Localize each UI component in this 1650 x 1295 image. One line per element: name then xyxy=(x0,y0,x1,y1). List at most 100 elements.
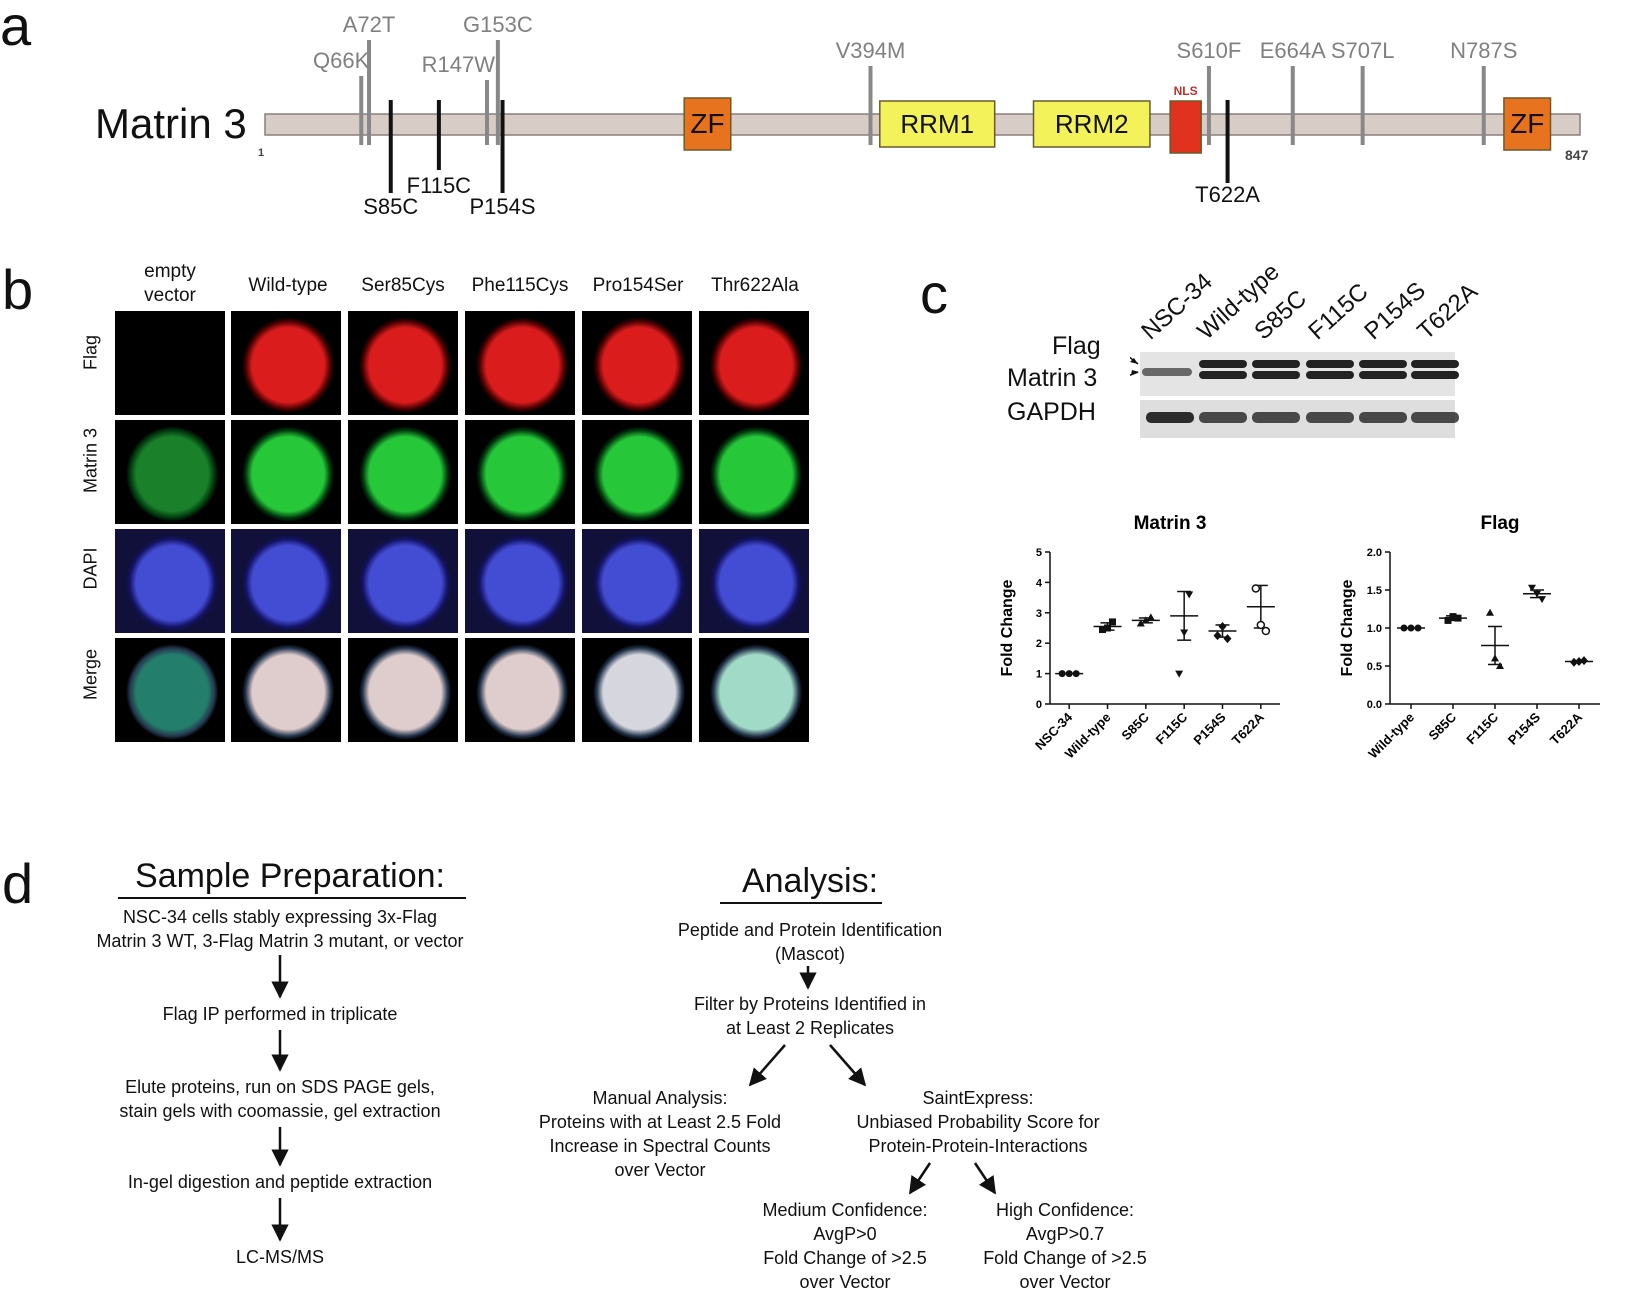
micrograph-merge-wild-type xyxy=(231,638,341,742)
analysis-step-1: Peptide and Protein Identification (Masc… xyxy=(677,920,943,964)
data-point xyxy=(1538,596,1546,604)
y-tick-label: 2 xyxy=(1036,638,1042,650)
data-point xyxy=(1251,584,1261,593)
domain-label-zf-4: ZF xyxy=(1510,108,1544,139)
domain-nls-3 xyxy=(1169,100,1202,154)
data-point xyxy=(1570,657,1578,667)
micrograph-matrin3-empty-vector xyxy=(115,420,225,524)
col-header-thr622ala: Thr622Ala xyxy=(711,275,799,296)
data-point xyxy=(1104,624,1111,632)
data-point xyxy=(1486,608,1494,616)
chart-title: Matrin 3 xyxy=(1134,513,1207,534)
micrograph-matrin3-thr622ala xyxy=(699,420,809,524)
band-matrin3-2 xyxy=(1252,371,1300,379)
band-gapdh-5 xyxy=(1411,412,1459,423)
analysis-step-2: Filter by Proteins Identified in at Leas… xyxy=(693,994,927,1038)
band-gapdh-4 xyxy=(1359,412,1407,423)
micrograph-merge-ser85cys xyxy=(348,638,458,742)
col-header-pro154ser: Pro154Ser xyxy=(592,275,684,296)
y-tick-label: 0.0 xyxy=(1367,699,1382,711)
micrograph-matrin3-phe115cys xyxy=(465,420,575,524)
data-point xyxy=(1213,631,1222,641)
band-matrin3-0 xyxy=(1142,368,1192,376)
data-point xyxy=(1065,670,1073,678)
x-tick-label: S85C xyxy=(1118,709,1152,743)
data-point xyxy=(1449,613,1457,621)
y-tick-label: 3 xyxy=(1036,608,1042,620)
analysis-title: Analysis: xyxy=(741,862,879,900)
col-header-wild-type: Wild-type xyxy=(248,275,328,296)
mutation-label-g153c: G153C xyxy=(463,12,533,37)
band-flag-3 xyxy=(1306,360,1354,368)
x-tick-label: P154S xyxy=(1505,709,1543,747)
y-tick-label: 0.5 xyxy=(1367,661,1382,673)
micrograph-flag-thr622ala xyxy=(699,311,809,415)
data-point xyxy=(1575,656,1583,666)
micrograph-dapi-pro154ser xyxy=(582,529,692,633)
mutation-label-f115c: F115C xyxy=(407,173,472,198)
micrograph-dapi-wild-type xyxy=(231,529,341,633)
band-matrin3-4 xyxy=(1359,371,1407,379)
col-header-empty-vector: empty vector xyxy=(144,261,196,306)
micrograph-merge-empty-vector xyxy=(115,638,225,742)
micrograph-matrin3-ser85cys xyxy=(348,420,458,524)
data-point xyxy=(1454,614,1462,622)
data-point xyxy=(1146,613,1155,621)
domain-rrm2-2 xyxy=(1032,100,1151,148)
mutation-label-a72t: A72T xyxy=(343,12,396,37)
micrograph-matrin3-pro154ser xyxy=(582,420,692,524)
blot-label-matrin3: Matrin 3 xyxy=(1007,364,1098,392)
band-flag-5 xyxy=(1411,360,1459,368)
mutation-label-p154s: P154S xyxy=(470,194,536,219)
band-flag-4 xyxy=(1359,360,1407,368)
data-point xyxy=(1175,670,1184,678)
mutation-label-s85c: S85C xyxy=(363,194,418,219)
mutation-label-q66k: Q66K xyxy=(313,48,370,73)
blot-lane-f115c: F115C xyxy=(1303,278,1374,346)
band-gapdh-3 xyxy=(1306,412,1354,423)
sample-prep-title: Sample Preparation: xyxy=(135,857,445,895)
data-point xyxy=(1444,616,1452,624)
row-label-dapi: DAPI xyxy=(80,547,101,590)
sample-step-5: LC-MS/MS xyxy=(235,1247,324,1267)
data-point xyxy=(1400,624,1408,632)
y-tick-label: 4 xyxy=(1036,577,1043,589)
high-confidence: High Confidence: AvgP>0.7 Fold Change of… xyxy=(983,1200,1147,1292)
blot-label-flag: Flag xyxy=(1052,332,1101,360)
sample-step-3: Elute proteins, run on SDS PAGE gels, st… xyxy=(119,1077,441,1121)
mutation-label-v394m: V394M xyxy=(836,38,906,63)
micrograph-flag-ser85cys xyxy=(348,311,458,415)
micrograph-merge-pro154ser xyxy=(582,638,692,742)
panel-label-b: b xyxy=(2,258,34,321)
data-point xyxy=(1136,619,1145,627)
x-tick-label: T622A xyxy=(1229,709,1268,748)
data-point xyxy=(1109,618,1116,626)
micrograph-merge-phe115cys xyxy=(465,638,575,742)
data-point xyxy=(1407,624,1415,632)
y-tick-label: 0 xyxy=(1036,699,1042,711)
chart-title: Flag xyxy=(1480,513,1519,534)
mutation-label-r147w: R147W xyxy=(422,52,496,77)
band-gapdh-1 xyxy=(1199,412,1247,423)
band-matrin3-5 xyxy=(1411,371,1459,379)
y-axis-label: Fold Change xyxy=(1339,579,1356,676)
y-tick-label: 5 xyxy=(1036,547,1042,559)
x-tick-label: S85C xyxy=(1426,709,1460,743)
mutation-label-s610f: S610F xyxy=(1177,38,1242,63)
data-point xyxy=(1496,662,1504,669)
data-point xyxy=(1528,584,1536,592)
data-point xyxy=(1533,590,1541,598)
micrograph-matrin3-wild-type xyxy=(231,420,341,524)
band-matrin3-1 xyxy=(1199,371,1247,379)
micrograph-flag-pro154ser xyxy=(582,311,692,415)
data-point xyxy=(1261,626,1271,636)
manual-analysis: Manual Analysis: Proteins with at Least … xyxy=(538,1088,782,1180)
protein-start: 1 xyxy=(258,147,264,159)
x-tick-label: T622A xyxy=(1547,709,1586,748)
y-tick-label: 1.5 xyxy=(1367,585,1382,597)
domain-label-rrm1-1: RRM1 xyxy=(900,109,974,139)
micrograph-flag-phe115cys xyxy=(465,311,575,415)
